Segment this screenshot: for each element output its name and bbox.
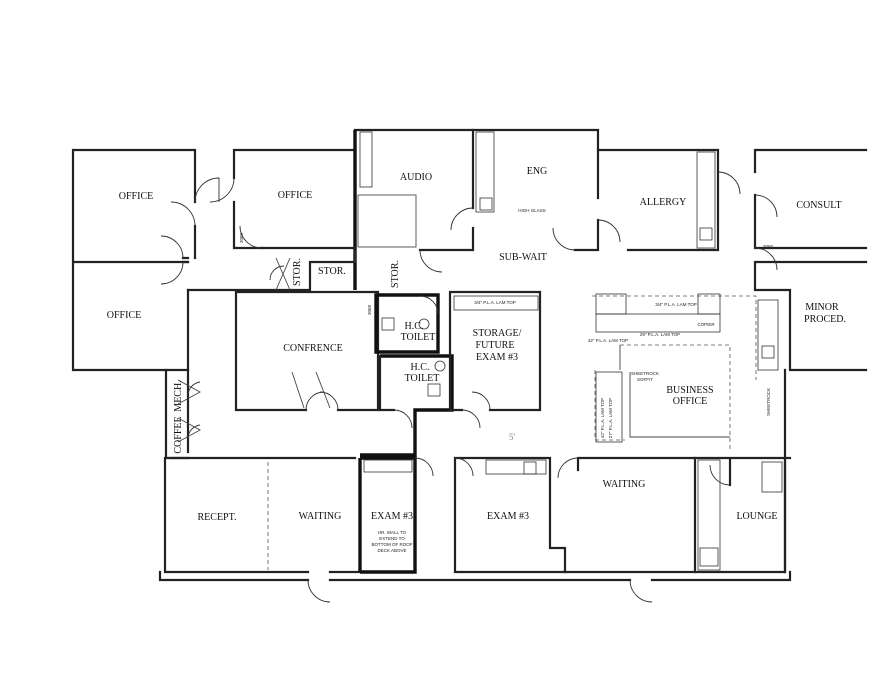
label-consult: CONSULT <box>796 200 841 211</box>
note-copier: COPIER <box>697 322 715 327</box>
note-counter-2: 3/4" P.L.A. LAM TOP <box>655 302 697 307</box>
note-wall-3: BOTTOM OF ROOF <box>372 542 413 547</box>
label-office-3: OFFICE <box>107 310 141 321</box>
label-office-1: OFFICE <box>119 191 153 202</box>
label-recept: RECEPT. <box>198 512 237 523</box>
label-conference: CONFRENCE <box>283 343 342 354</box>
label-stor-3: STOR. <box>390 260 401 288</box>
label-exam-b: EXAM #3 <box>487 511 529 522</box>
label-allergy: ALLERGY <box>640 197 687 208</box>
label-business-2: OFFICE <box>673 396 707 407</box>
label-stor-1: STOR. <box>318 266 346 277</box>
label-hc-toilet-1a: H.C. <box>405 321 424 332</box>
label-lounge: LOUNGE <box>736 511 777 522</box>
note-wall-4: DECK ABOVE <box>377 548 406 553</box>
note-hand-mark: 5' <box>509 432 516 442</box>
note-counter-5: 27" P.L.A. LAM TOP <box>608 398 613 438</box>
note-wall-2: EXTEND TO <box>379 536 405 541</box>
label-waiting-2: WAITING <box>603 479 646 490</box>
walls <box>71 128 868 582</box>
label-business-1: BUSINESS <box>666 385 713 396</box>
label-eng: ENG <box>527 166 548 177</box>
note-door-3: 3060 <box>763 244 774 249</box>
label-coffee: COFFEE <box>173 416 184 453</box>
label-exam-a: EXAM #3 <box>371 511 413 522</box>
note-sheetrock: SHEETROCK <box>631 371 659 376</box>
doors <box>160 171 778 603</box>
note-wall-1: HR. WALL TO <box>378 530 407 535</box>
label-minor-2: PROCED. <box>804 314 846 325</box>
label-waiting-1: WAITING <box>299 511 342 522</box>
annotations: HIGH GLASS HR. WALL TO EXTEND TO BOTTOM … <box>239 208 774 553</box>
note-door-2: 3068 <box>367 304 372 315</box>
note-high-glass: HIGH GLASS <box>518 208 546 213</box>
label-office-2: OFFICE <box>278 190 312 201</box>
note-counter-4: 42" P.L.A. LAM TOP <box>588 338 628 343</box>
label-audio: AUDIO <box>400 172 432 183</box>
fixtures <box>177 131 783 571</box>
label-hc-toilet-1b: TOILET <box>401 332 436 343</box>
label-storage-1: STORAGE/ <box>473 328 522 339</box>
note-counter-3: 29" P.L.A. LAM TOP <box>640 332 680 337</box>
label-storage-2: FUTURE <box>476 340 515 351</box>
label-sub-wait: SUB-WAIT <box>499 252 547 263</box>
note-counter-1: 3/4" P.L.A. LAM TOP <box>474 300 516 305</box>
note-soffit: SOFFIT <box>637 377 653 382</box>
label-minor-1: MINOR <box>805 302 839 313</box>
label-stor-2: STOR. <box>292 258 303 286</box>
room-labels: OFFICE OFFICE OFFICE AUDIO ENG ALLERGY C… <box>107 166 846 523</box>
label-hc-toilet-2a: H.C. <box>411 362 430 373</box>
note-sheetrock-2: SHEETROCK <box>766 388 771 416</box>
note-counter-6: 42" P.L.A. LAM TOP <box>600 398 605 438</box>
note-door-1: 3080 <box>239 232 244 243</box>
label-storage-3: EXAM #3 <box>476 352 518 363</box>
label-mech: MECH. <box>173 380 184 411</box>
label-hc-toilet-2b: TOILET <box>405 373 440 384</box>
